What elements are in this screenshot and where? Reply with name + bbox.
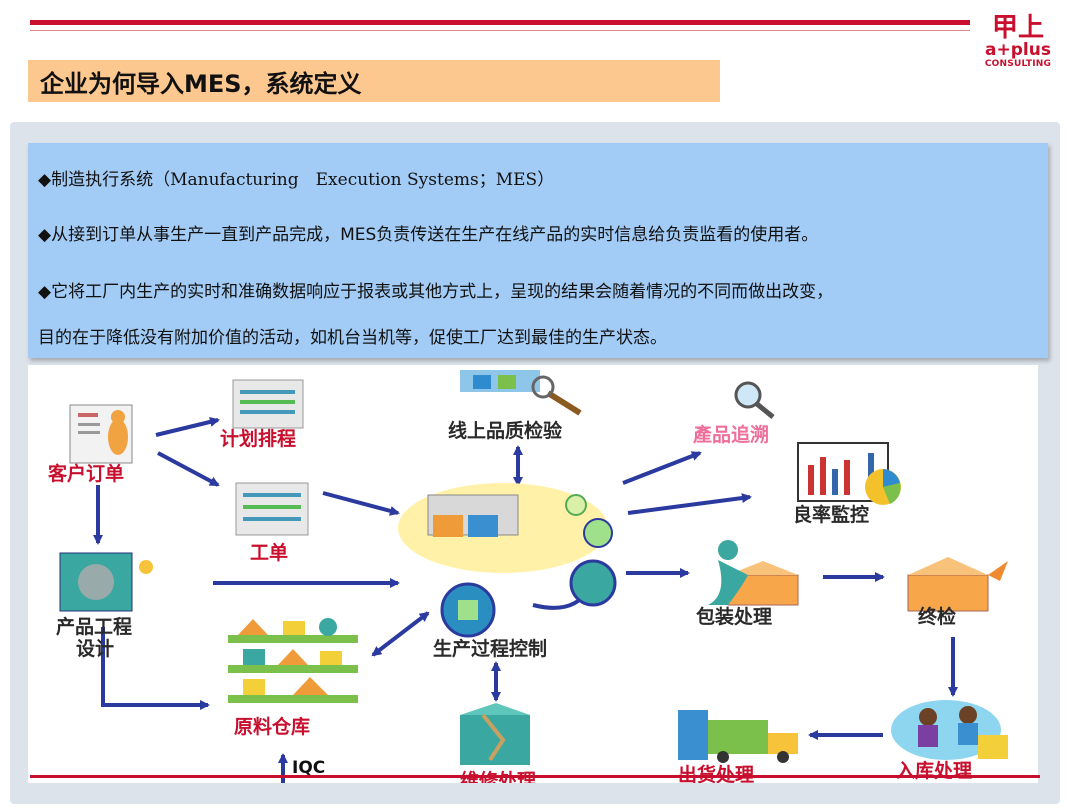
logo-line3: CONSULTING — [978, 59, 1058, 70]
logo-line2: a+plus — [978, 41, 1058, 59]
raw-warehouse-icon — [228, 618, 358, 703]
label-work-order: 工单 — [250, 541, 288, 564]
shipping-truck-icon — [678, 710, 798, 763]
label-packaging: 包装处理 — [696, 605, 772, 628]
customer-order-icon — [70, 405, 132, 463]
label-planning: 计划排程 — [220, 427, 296, 450]
yield-monitor-icon — [798, 443, 901, 505]
packaging-icon — [708, 540, 798, 605]
label-shipping: 出货处理 — [678, 763, 754, 783]
traceability-magnifier-icon — [736, 383, 773, 417]
quality-check-icon — [460, 370, 580, 413]
definition-line-2: ◆从接到订单从事生产一直到产品完成，MES负责传送在生产在线产品的实时信息给负责… — [38, 220, 818, 245]
label-quality-check: 线上品质检验 — [448, 419, 563, 442]
work-order-icon — [236, 483, 308, 535]
bottom-red-rule — [30, 775, 1040, 778]
definition-box: ◆制造执行系统（Manufacturing Execution Systems；… — [28, 143, 1048, 358]
warehouse-in-icon — [891, 700, 1008, 760]
definition-line-4: 目的在于降低没有附加价值的活动，如机台当机等，促使工厂达到最佳的生产状态。 — [38, 323, 667, 348]
definition-line-3: ◆它将工厂内生产的实时和准确数据响应于报表或其他方式上，呈现的结果会随着情况的不… — [38, 277, 833, 302]
label-product-design-line1: 产品工程 — [56, 615, 132, 638]
label-yield-monitor: 良率監控 — [793, 503, 869, 526]
process-hub-icon — [398, 483, 615, 636]
top-thin-rule — [30, 30, 970, 31]
label-raw-warehouse: 原料仓库 — [234, 715, 310, 738]
mes-flow-diagram: 客户订单 计划排程 工单 线上品质检验 產品追溯 良率監控 产品工程 设计 生产… — [28, 365, 1038, 783]
company-logo: 甲上 a+plus CONSULTING — [978, 15, 1058, 83]
label-product-design: 产品工程 设计 — [56, 615, 139, 660]
label-process-control: 生产过程控制 — [433, 637, 547, 660]
label-final-inspection: 终检 — [918, 605, 956, 628]
final-inspection-icon — [908, 557, 1008, 611]
slide-title-bar: 企业为何导入MES，系统定义 — [28, 60, 720, 102]
logo-line1: 甲上 — [978, 15, 1058, 41]
product-design-icon — [60, 553, 153, 611]
top-red-rule — [30, 20, 970, 25]
label-product-design-line2: 设计 — [76, 638, 114, 660]
label-customer-order: 客户订单 — [48, 462, 124, 485]
mes-flow-svg: 客户订单 计划排程 工单 线上品质检验 產品追溯 良率監控 产品工程 设计 生产… — [28, 365, 1038, 783]
planning-icon — [233, 380, 303, 428]
slide-title: 企业为何导入MES，系统定义 — [28, 64, 362, 99]
definition-line-1: ◆制造执行系统（Manufacturing Execution Systems；… — [38, 165, 554, 190]
label-traceability: 產品追溯 — [693, 423, 769, 446]
label-warehouse-in: 入库处理 — [896, 759, 972, 782]
maintenance-icon — [460, 703, 530, 765]
